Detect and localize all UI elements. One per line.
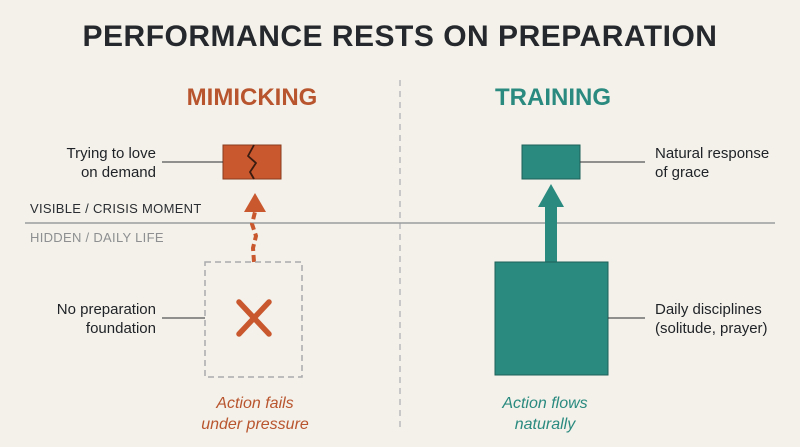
visible-zone-label: VISIBLE / CRISIS MOMENT [30,201,202,216]
training-action-box [521,144,581,180]
training-top-label-line1: Natural response [655,145,770,162]
mimicking-caption-line1: Action fails [216,395,294,412]
mimicking-bottom-label-line1: No preparation [56,301,156,318]
training-top-label: Natural response of grace [655,144,795,182]
mimicking-top-label: Trying to love on demand [20,144,156,182]
mimicking-broken-arrow [249,211,259,263]
crack-icon [247,144,257,180]
x-icon [236,299,272,337]
mimicking-heading: MIMICKING [186,84,318,111]
training-arrow-head [538,184,564,207]
training-caption-line2: naturally [514,416,576,433]
training-top-label-line2: of grace [655,164,710,181]
training-foundation-box [494,261,609,376]
mimicking-top-label-line1: Trying to love [66,145,156,162]
mimicking-top-label-line2: on demand [80,164,156,181]
mimicking-caption-line2: under pressure [201,416,309,433]
mimicking-action-box [222,144,282,180]
training-bottom-label-line2: (solitude, prayer) [655,320,768,337]
mimicking-arrow-head [244,193,266,212]
hidden-zone-label: HIDDEN / DAILY LIFE [30,230,164,245]
training-arrow-shaft [545,205,557,262]
page-title: PERFORMANCE RESTS ON PREPARATION [82,20,718,53]
training-heading: TRAINING [495,84,611,111]
mimicking-bottom-label: No preparation foundation [20,300,156,338]
mimicking-foundation-box [204,261,303,378]
training-bottom-label: Daily disciplines (solitude, prayer) [655,300,795,338]
mimicking-bottom-label-line2: foundation [85,320,156,337]
mimicking-caption: Action fails under pressure [155,393,355,435]
training-bottom-label-line1: Daily disciplines [655,301,762,318]
training-caption-line1: Action flows [502,395,588,412]
training-caption: Action flows naturally [445,393,645,435]
